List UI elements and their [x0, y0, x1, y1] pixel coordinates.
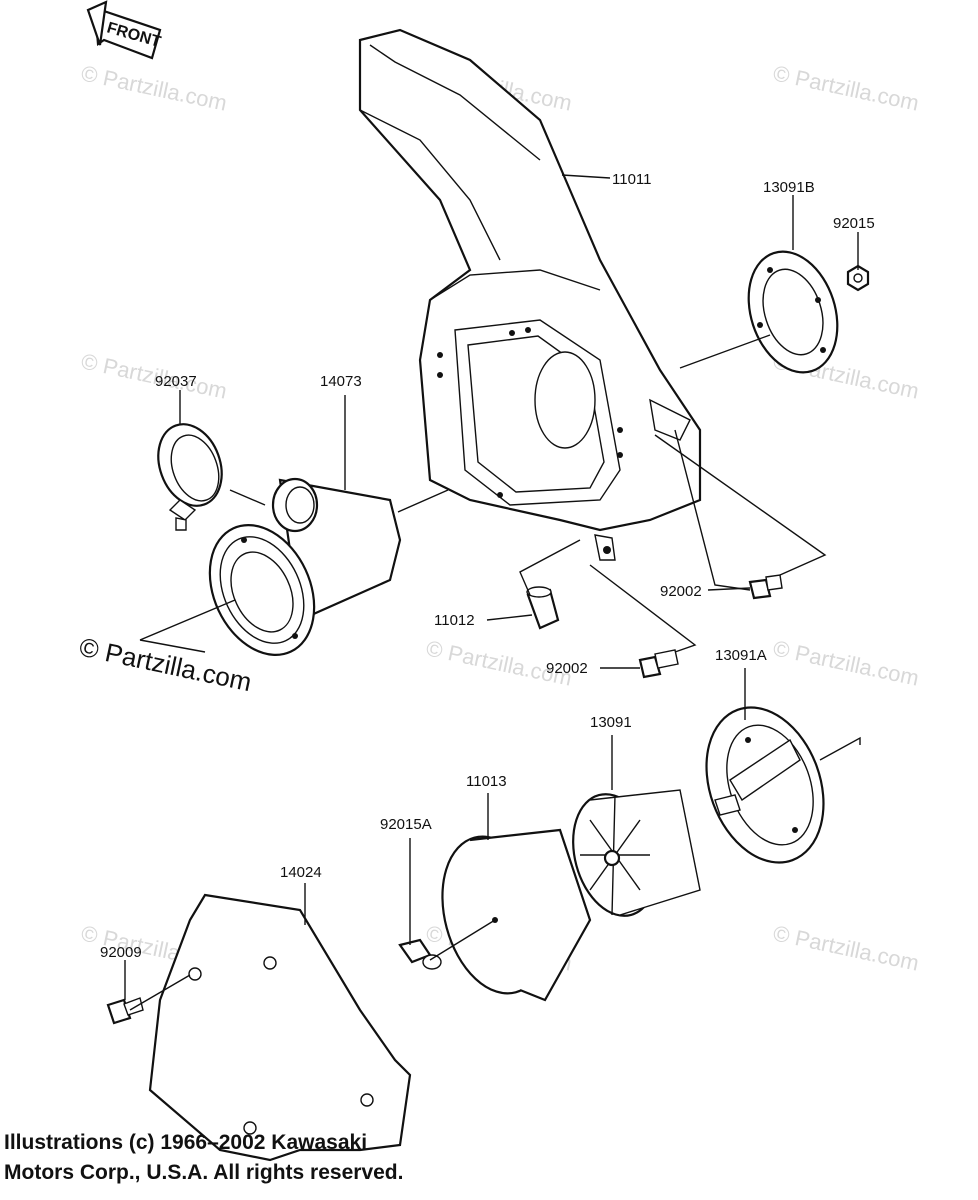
backplate-13091A [705, 706, 825, 864]
gasket-13091B [747, 250, 839, 374]
copyright-line-1: Illustrations (c) 1966–2002 Kawasaki [4, 1131, 368, 1154]
watermark: © Partzilla.com [79, 60, 229, 115]
watermark: © Partzilla.com [771, 635, 921, 690]
clamp-92037 [157, 423, 223, 531]
part-label-92002-upper: 92002 [660, 583, 702, 600]
watermark-main: © Partzilla.com [77, 632, 255, 698]
part-label-92015: 92015 [833, 215, 875, 232]
part-label-92009: 92009 [100, 944, 142, 961]
part-label-13091A: 13091A [715, 647, 767, 664]
part-labels: 11011 13091B 92015 92037 14073 11012 920… [100, 171, 875, 961]
wing-nut-92015A [398, 938, 442, 970]
part-label-13091: 13091 [590, 714, 632, 731]
watermark: © Partzilla.com [771, 920, 921, 975]
part-label-11012: 11012 [434, 612, 475, 629]
air-duct-11011 [358, 28, 702, 561]
part-label-13091B: 13091B [763, 179, 815, 196]
side-cover-14024 [148, 893, 412, 1162]
part-label-11011: 11011 [612, 171, 652, 188]
filter-housing-14073 [208, 477, 402, 656]
element-holder-13091 [572, 789, 701, 917]
front-arrow-icon: FRONT [86, 0, 163, 60]
filter-element-11013 [441, 828, 592, 1002]
cap-11012 [526, 586, 560, 630]
part-label-92015A: 92015A [380, 816, 432, 833]
part-label-92037: 92037 [155, 373, 197, 390]
part-label-14073: 14073 [320, 373, 362, 390]
part-label-11013: 11013 [466, 773, 507, 790]
copyright-line-2: Motors Corp., U.S.A. All rights reserved… [4, 1161, 404, 1184]
part-label-92002-lower: 92002 [546, 660, 588, 677]
nut-92015 [846, 264, 870, 292]
bolt-92002-upper [748, 574, 783, 600]
bolt-92002-lower [638, 649, 679, 679]
screw-92009 [106, 997, 144, 1025]
watermark: © Partzilla.com [771, 60, 921, 115]
leader-lines [124, 174, 861, 1011]
part-label-14024: 14024 [280, 864, 322, 881]
